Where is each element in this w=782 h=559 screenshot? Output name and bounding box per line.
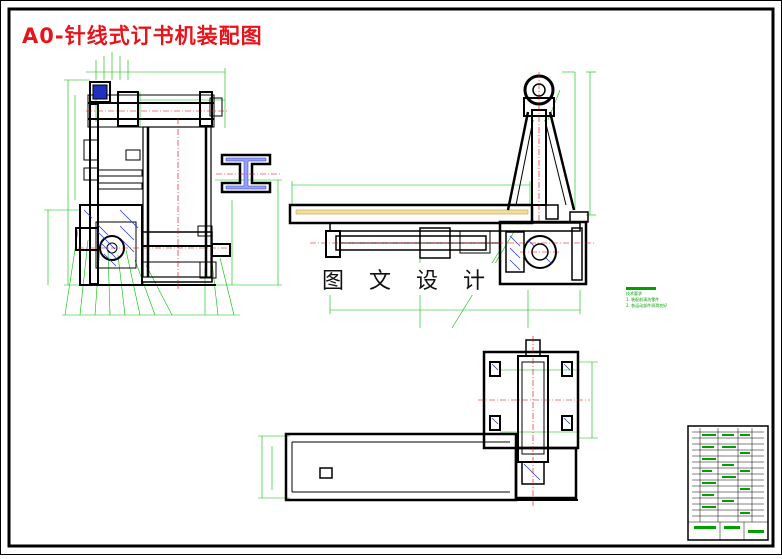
i-beam-section xyxy=(216,153,280,194)
front-view xyxy=(288,71,596,329)
top-view-centerlines xyxy=(478,336,590,506)
side-view-centerlines xyxy=(78,110,230,290)
technical-note-1: 1. 装配前清洗零件 xyxy=(626,297,660,302)
front-view-centerlines xyxy=(310,72,596,253)
watermark: 图 文 设 计 xyxy=(318,263,498,295)
side-view-hatching xyxy=(83,209,139,267)
top-view xyxy=(258,336,598,506)
inner-frame xyxy=(7,7,775,548)
notes-heading-bar xyxy=(626,287,656,290)
top-view-hatching xyxy=(491,363,571,481)
side-view-dimensions xyxy=(44,52,282,316)
title-block xyxy=(687,425,769,541)
side-view xyxy=(44,52,282,316)
drawing-title: A0-针线式订书机装配图 xyxy=(22,24,263,48)
top-view-dimensions xyxy=(258,361,598,499)
technical-note-2: 2. 各运动部件润滑良好 xyxy=(626,303,668,308)
technical-notes-heading: 技术要求 xyxy=(626,291,642,296)
